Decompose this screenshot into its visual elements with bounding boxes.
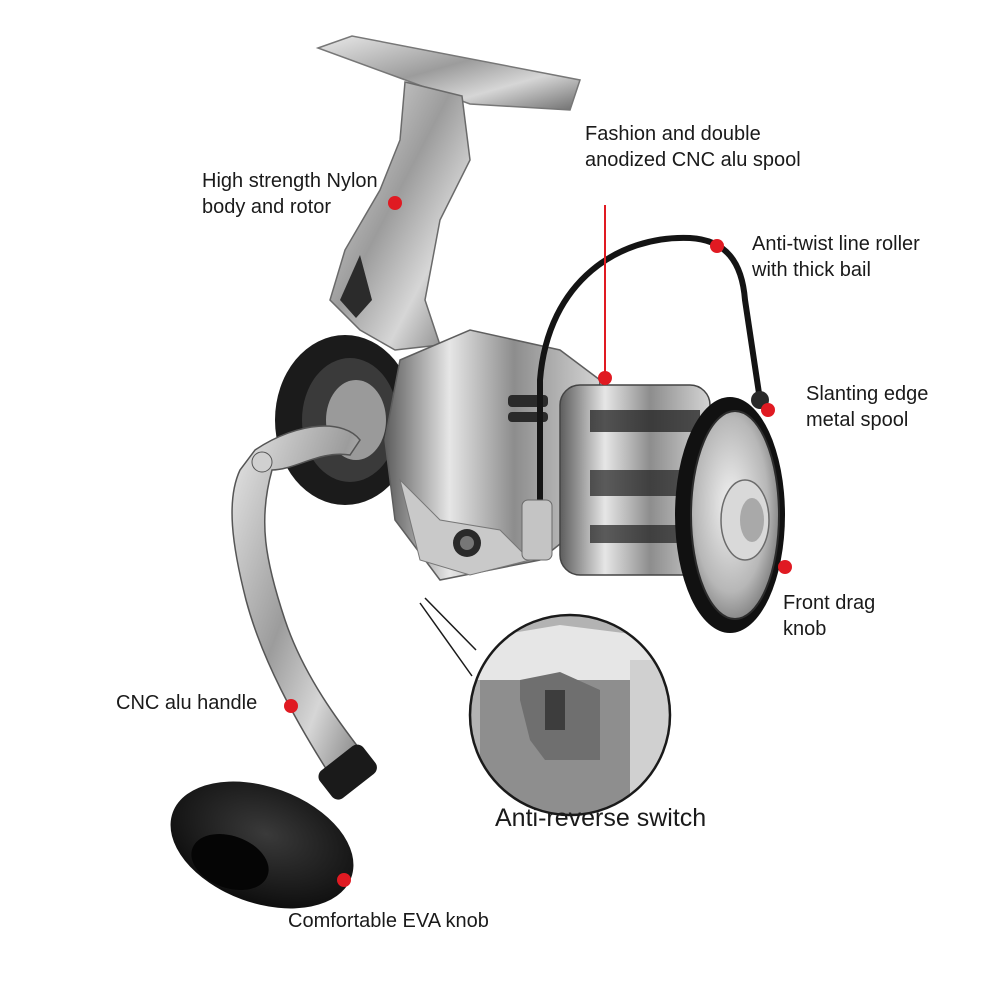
label-line: body and rotor <box>202 196 331 218</box>
label-line: Slanting edge <box>806 383 929 405</box>
label-line: Anti-twist line roller <box>752 233 920 255</box>
label-anti-reverse: Anti-reverse switch <box>495 803 706 833</box>
label-line: Front drag <box>783 592 876 614</box>
marker-dot-spool-design <box>598 371 612 385</box>
label-line: knob <box>783 618 827 640</box>
marker-dot-body <box>388 196 402 210</box>
marker-dot-eva-knob <box>337 873 351 887</box>
anti-reverse-zoom <box>468 613 672 817</box>
label-line-roller: Anti-twist line roller with thick bail <box>752 231 920 283</box>
label-line: High strength Nylon <box>202 170 378 192</box>
marker-dot-handle <box>284 699 298 713</box>
label-drag-knob: Front drag knob <box>783 590 875 642</box>
label-spool-design: Fashion and double anodized CNC alu spoo… <box>585 121 801 173</box>
label-body-rotor: High strength Nylon body and rotor <box>202 168 378 220</box>
marker-dot-metal-spool <box>761 403 775 417</box>
label-line: Fashion and double <box>585 123 761 145</box>
label-handle: CNC alu handle <box>116 690 257 716</box>
label-metal-spool: Slanting edge metal spool <box>806 381 928 433</box>
label-eva-knob: Comfortable EVA knob <box>288 908 489 934</box>
label-line: metal spool <box>806 409 909 431</box>
bail-wire <box>537 234 763 503</box>
label-line: with thick bail <box>752 259 871 281</box>
marker-dot-line-roller <box>710 239 724 253</box>
label-line: anodized CNC alu spool <box>585 149 801 171</box>
label-line: CNC alu handle <box>116 692 258 714</box>
reel-foot <box>315 35 581 111</box>
label-line: Comfortable EVA knob <box>288 910 489 932</box>
marker-dot-drag-knob <box>778 560 792 574</box>
label-line: Anti-reverse switch <box>495 804 707 832</box>
